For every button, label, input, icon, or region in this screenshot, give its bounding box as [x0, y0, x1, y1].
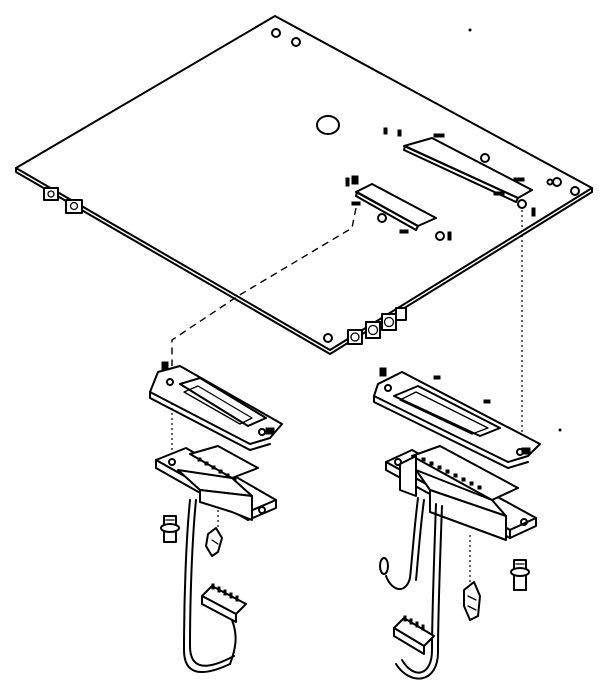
- pad-mark: [397, 129, 402, 137]
- board-outline: [15, 15, 593, 351]
- mount-hole: [480, 153, 490, 163]
- left-connector: [155, 445, 277, 521]
- pad-mark: [433, 133, 445, 138]
- pad-mark: [513, 177, 525, 182]
- pad-mark: [493, 191, 505, 196]
- left-underside-components: [43, 187, 83, 214]
- left-bracket: [149, 361, 283, 451]
- mount-hole: [271, 28, 281, 38]
- right-wire-harness: [379, 497, 443, 680]
- circuit-board: [15, 15, 593, 355]
- front-underside-components: [347, 307, 407, 345]
- left-screw: [160, 515, 180, 543]
- pad-mark: [447, 231, 452, 241]
- left-wire-harness: [183, 499, 247, 673]
- upper-slot-edge: [403, 145, 519, 203]
- alignment-line-left: [171, 207, 357, 366]
- mount-hole: [546, 178, 554, 186]
- right-bracket: [373, 367, 541, 469]
- pad-mark: [399, 229, 409, 234]
- pad-mark: [351, 201, 361, 206]
- speck: [558, 428, 562, 432]
- pad-mark: [531, 207, 536, 217]
- right-screw: [510, 559, 530, 591]
- mount-hole: [570, 186, 580, 196]
- speck: [468, 28, 472, 32]
- board-edge: [15, 167, 593, 355]
- left-clip: [205, 527, 223, 557]
- lower-slot-edge: [355, 191, 419, 231]
- mount-hole: [377, 213, 387, 223]
- right-connector: [385, 445, 537, 541]
- pad-mark: [345, 177, 350, 187]
- pad-mark: [351, 175, 359, 185]
- pad-mark: [383, 127, 388, 135]
- mount-hole: [517, 199, 527, 209]
- mount-hole: [291, 37, 301, 47]
- mount-hole: [323, 333, 333, 343]
- right-clip: [463, 581, 481, 621]
- center-hole: [316, 115, 340, 135]
- mount-hole: [435, 231, 445, 241]
